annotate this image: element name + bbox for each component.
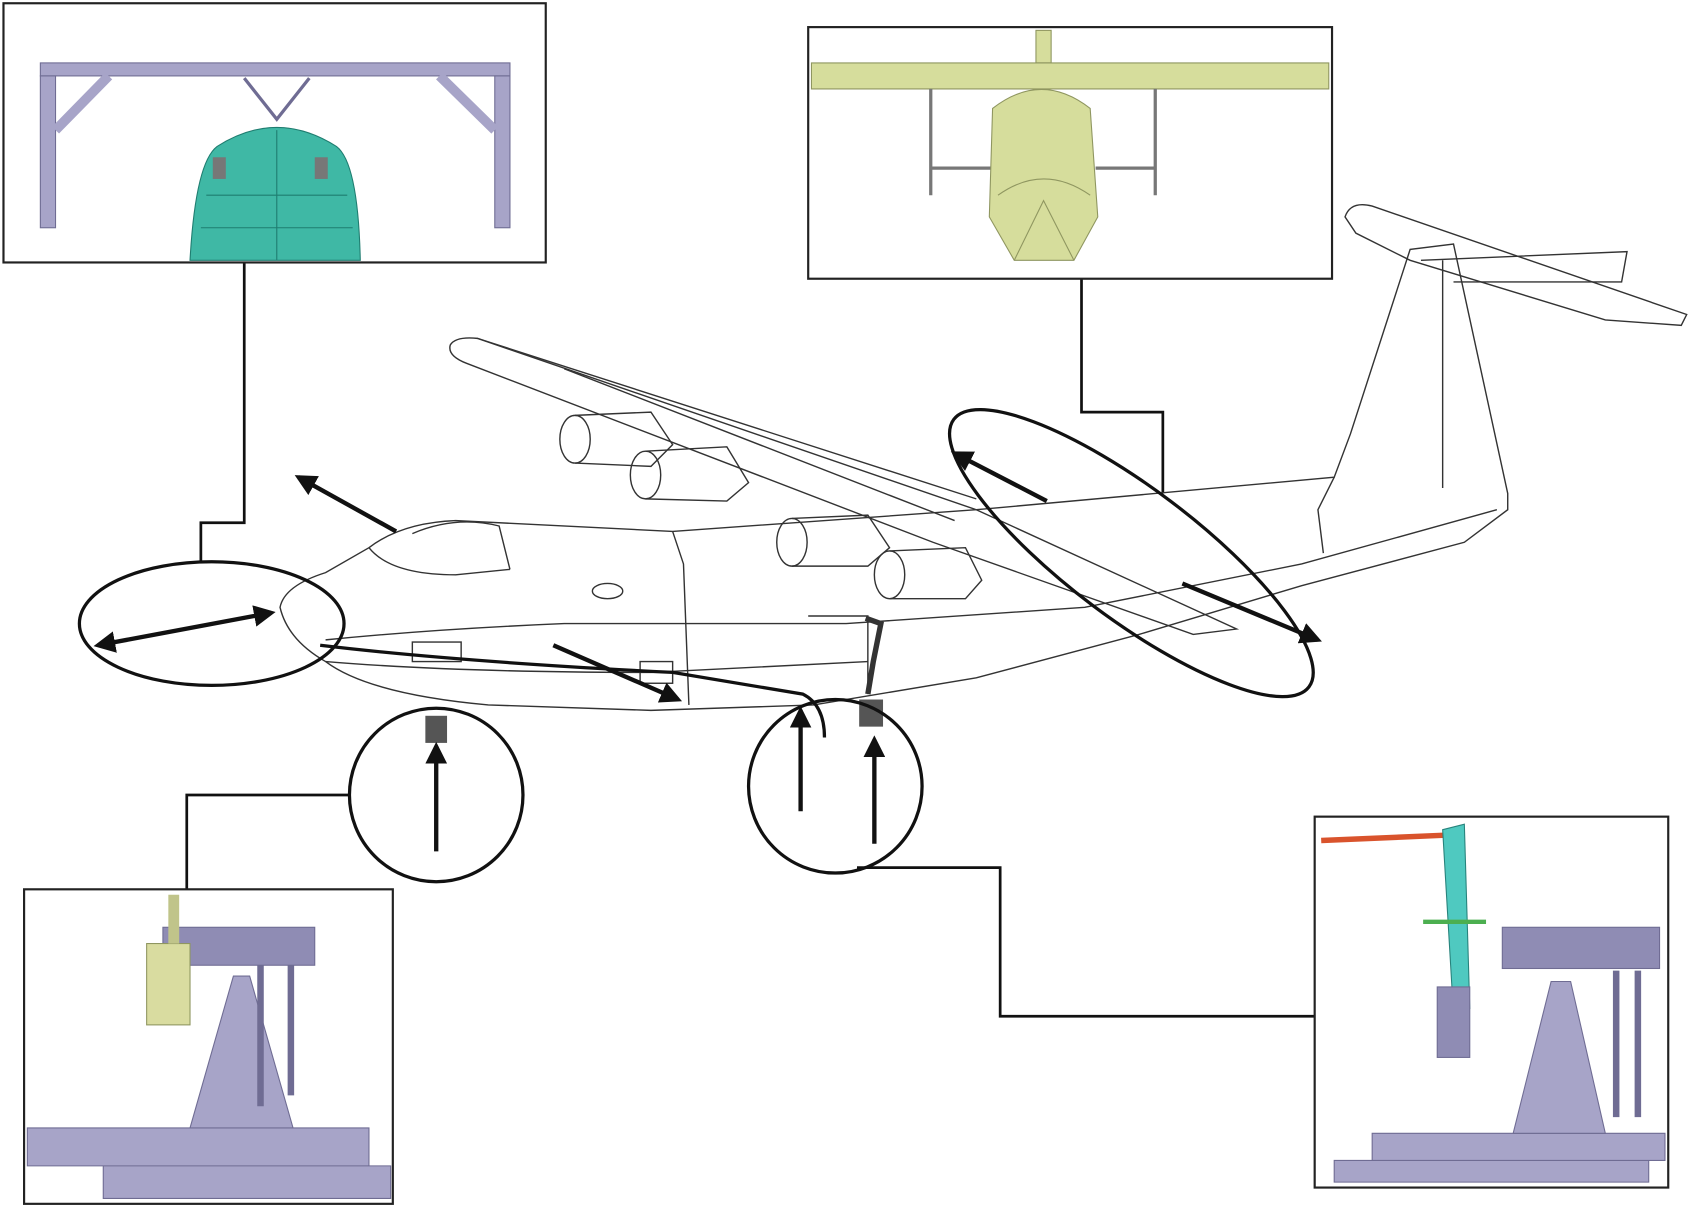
highlight-regions (77, 407, 1315, 884)
inset-main-gear-fixture (1313, 815, 1670, 1189)
arrow-tail-aft (1181, 581, 1322, 644)
force-arrows (93, 451, 1322, 852)
leader-lines (185, 262, 1315, 1018)
inset-nose-hoist-fixture (2, 2, 547, 264)
arrow-fuselage (552, 643, 683, 703)
arrow-nose-horizontal (93, 605, 276, 653)
arrow-nose-up (294, 475, 398, 534)
aircraft-outline (279, 204, 1688, 743)
arrow-tail-forward (950, 451, 1048, 503)
inset-front-view (807, 26, 1334, 280)
inset-nose-gear-fixture (23, 888, 394, 1205)
